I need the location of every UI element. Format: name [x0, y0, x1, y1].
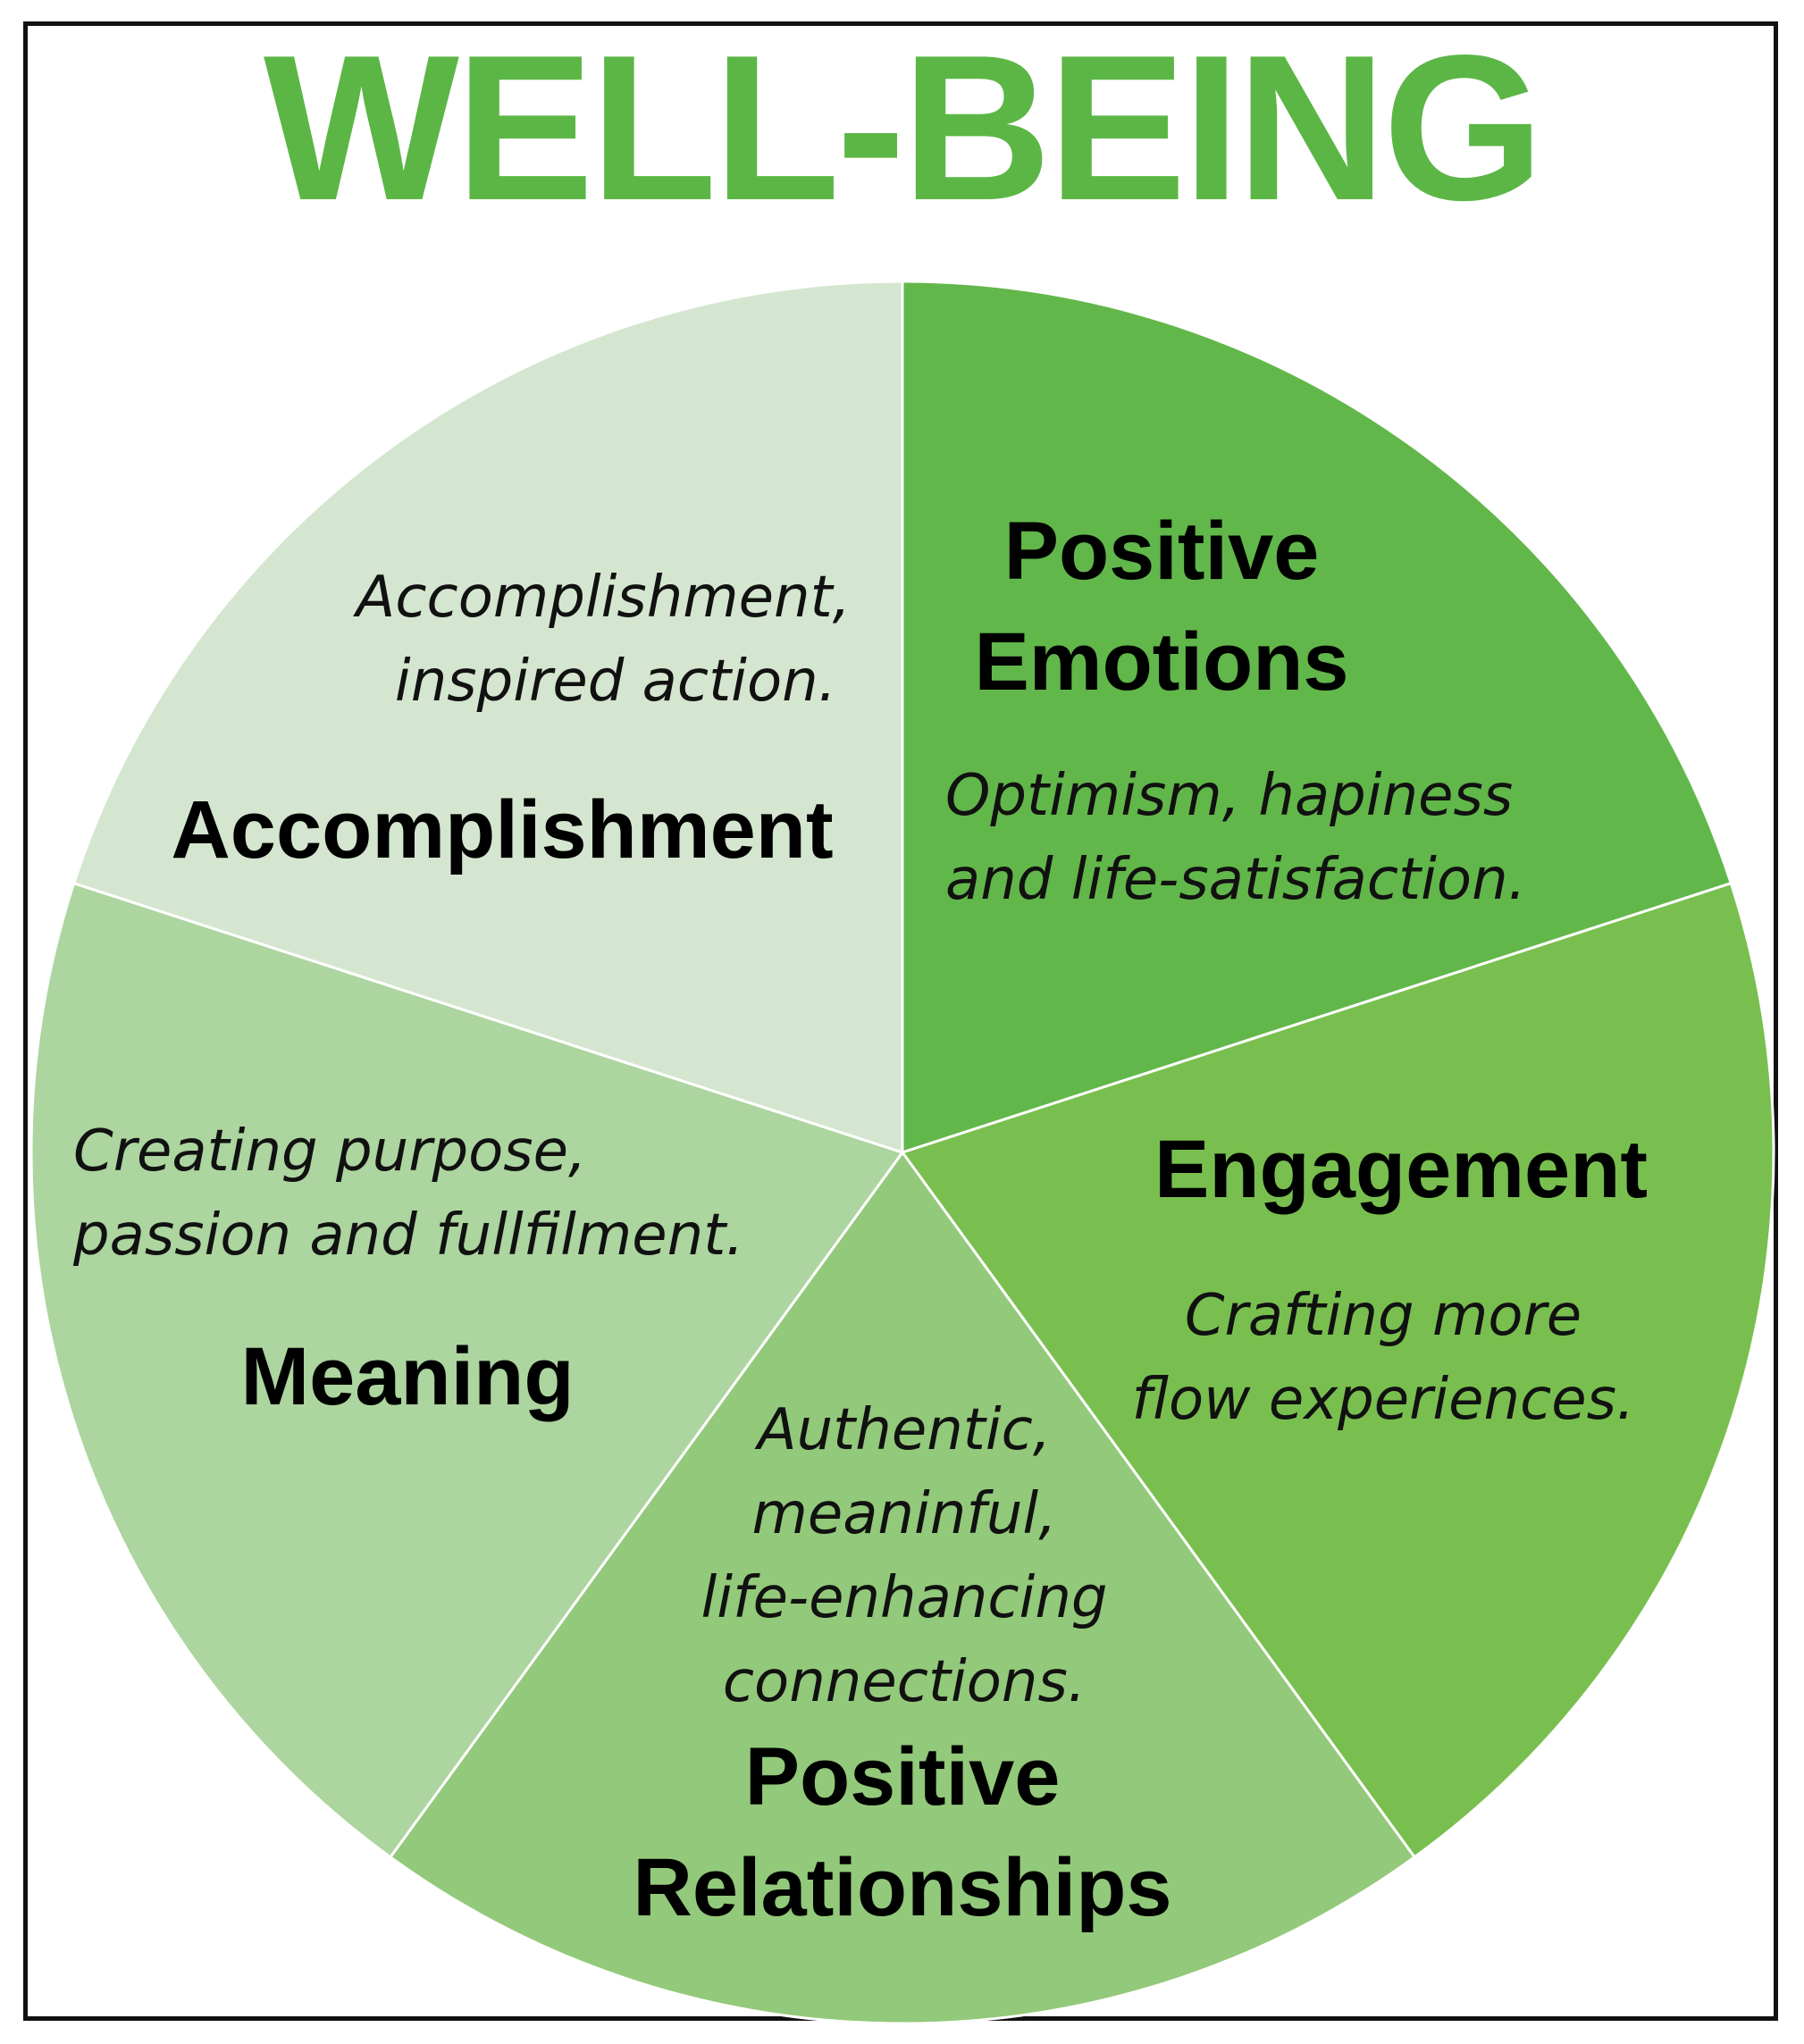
- positive-relationships-heading-line-1: Positive: [745, 1731, 1061, 1822]
- positive-emotions-description-line-2: and life-satisfaction.: [945, 847, 1526, 913]
- meaning-heading: Meaning: [240, 1331, 574, 1422]
- segment-engagement: Engagement Crafting more flow experience…: [1132, 1124, 1648, 1433]
- engagement-heading: Engagement: [1154, 1124, 1648, 1215]
- meaning-description-line-1: Creating purpose,: [73, 1118, 586, 1185]
- slice-meaning: [29, 881, 905, 1859]
- segment-meaning: Creating purpose, passion and fullfilmen…: [72, 1118, 744, 1422]
- positive-emotions-heading-line-1: Positive: [1004, 506, 1320, 597]
- accomplishment-description-line-2: inspired action.: [395, 649, 836, 715]
- slice-positive-emotions: [901, 280, 1733, 1155]
- diagram-title: WELL-BEING: [263, 13, 1544, 244]
- wheel-slices: [29, 280, 1775, 2025]
- positive-relationships-description-line-2: meaninful,: [751, 1481, 1056, 1547]
- slice-positive-relationships: [388, 1150, 1417, 2025]
- segment-accomplishment: Accomplishment, inspired action. Accompl…: [171, 565, 851, 875]
- positive-relationships-description-line-4: connections.: [723, 1649, 1086, 1715]
- meaning-description-line-2: passion and fullfilment.: [72, 1202, 744, 1269]
- positive-relationships-description-line-3: life-enhancing: [701, 1565, 1108, 1631]
- accomplishment-description-line-1: Accomplishment,: [353, 565, 851, 631]
- positive-emotions-description-line-1: Optimism, hapiness: [945, 763, 1513, 829]
- engagement-description-line-2: flow experiences.: [1132, 1367, 1635, 1433]
- segment-positive-emotions: Positive Emotions Optimism, hapiness and…: [945, 506, 1526, 913]
- slice-engagement: [900, 881, 1775, 1859]
- engagement-description-line-1: Crafting more: [1185, 1283, 1582, 1349]
- positive-relationships-heading-line-2: Relationships: [633, 1842, 1171, 1933]
- slice-accomplishment: [71, 280, 904, 1155]
- positive-emotions-heading-line-2: Emotions: [974, 616, 1348, 708]
- positive-relationships-description-line-1: Authentic,: [754, 1397, 1051, 1463]
- accomplishment-heading: Accomplishment: [171, 784, 833, 875]
- segment-positive-relationships: Authentic, meaninful, life-enhancing con…: [633, 1397, 1171, 1933]
